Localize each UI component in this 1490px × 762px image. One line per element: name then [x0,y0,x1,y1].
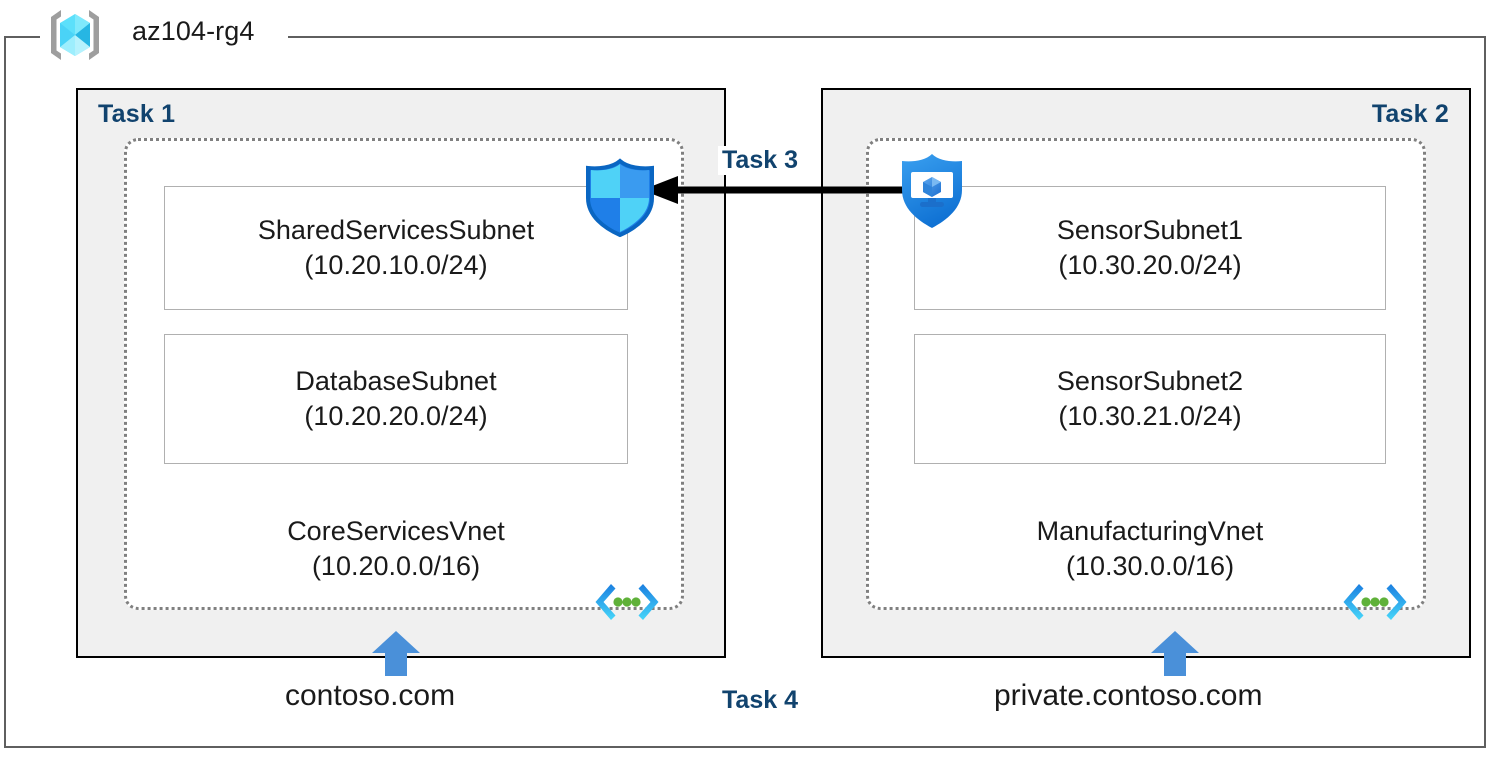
public-dns-zone-label: contoso.com [285,679,456,712]
subnet-name: DatabaseSubnet [295,366,497,397]
private-dns-up-arrow-icon [1150,630,1200,676]
subnet-cidr: (10.20.20.0/24) [304,401,488,431]
manufacturing-vnet-caption: ManufacturingVnet (10.30.0.0/16) [914,514,1386,583]
resource-group-name: az104-rg4 [132,16,255,46]
security-shield-icon [582,158,658,238]
task-2-label: Task 2 [1371,100,1449,128]
virtual-network-icon [594,582,660,622]
resource-group-cube-icon [42,6,108,64]
subnet-cidr: (10.30.21.0/24) [1058,401,1242,431]
subnet-cidr: (10.20.10.0/24) [304,250,488,280]
core-services-vnet-caption: CoreServicesVnet (10.20.0.0/16) [164,514,628,583]
resource-group-frame-top-right [288,36,1486,38]
virtual-network-icon [1342,582,1408,622]
vnet-name: CoreServicesVnet [287,516,505,546]
subnet-cidr: (10.30.20.0/24) [1058,250,1242,280]
vnet-cidr: (10.20.0.0/16) [311,550,481,581]
task-4-label: Task 4 [722,686,798,714]
subnet-name: SensorSubnet1 [1056,215,1244,246]
public-dns-up-arrow-icon [371,630,421,676]
resource-group-frame-bottom [4,746,1486,748]
private-dns-zone-label: private.contoso.com [994,679,1263,712]
vnet-name: ManufacturingVnet [1036,516,1264,546]
vm-shield-icon [896,152,968,230]
database-subnet-box: DatabaseSubnet (10.20.20.0/24) [164,334,628,464]
resource-group-frame-left [4,36,6,748]
vnet-peering-arrow [640,172,910,208]
sensor-subnet-1-box: SensorSubnet1 (10.30.20.0/24) [914,186,1386,310]
sensor-subnet-2-box: SensorSubnet2 (10.30.21.0/24) [914,334,1386,464]
resource-group-frame-right [1484,36,1486,748]
task-1-label: Task 1 [98,100,176,128]
shared-services-subnet-box: SharedServicesSubnet (10.20.10.0/24) [164,186,628,310]
resource-group-frame-top-left-stub [4,36,40,38]
task-3-label: Task 3 [718,146,802,175]
subnet-name: SharedServicesSubnet [257,215,535,246]
subnet-name: SensorSubnet2 [1056,366,1244,397]
vnet-cidr: (10.30.0.0/16) [1065,550,1235,581]
